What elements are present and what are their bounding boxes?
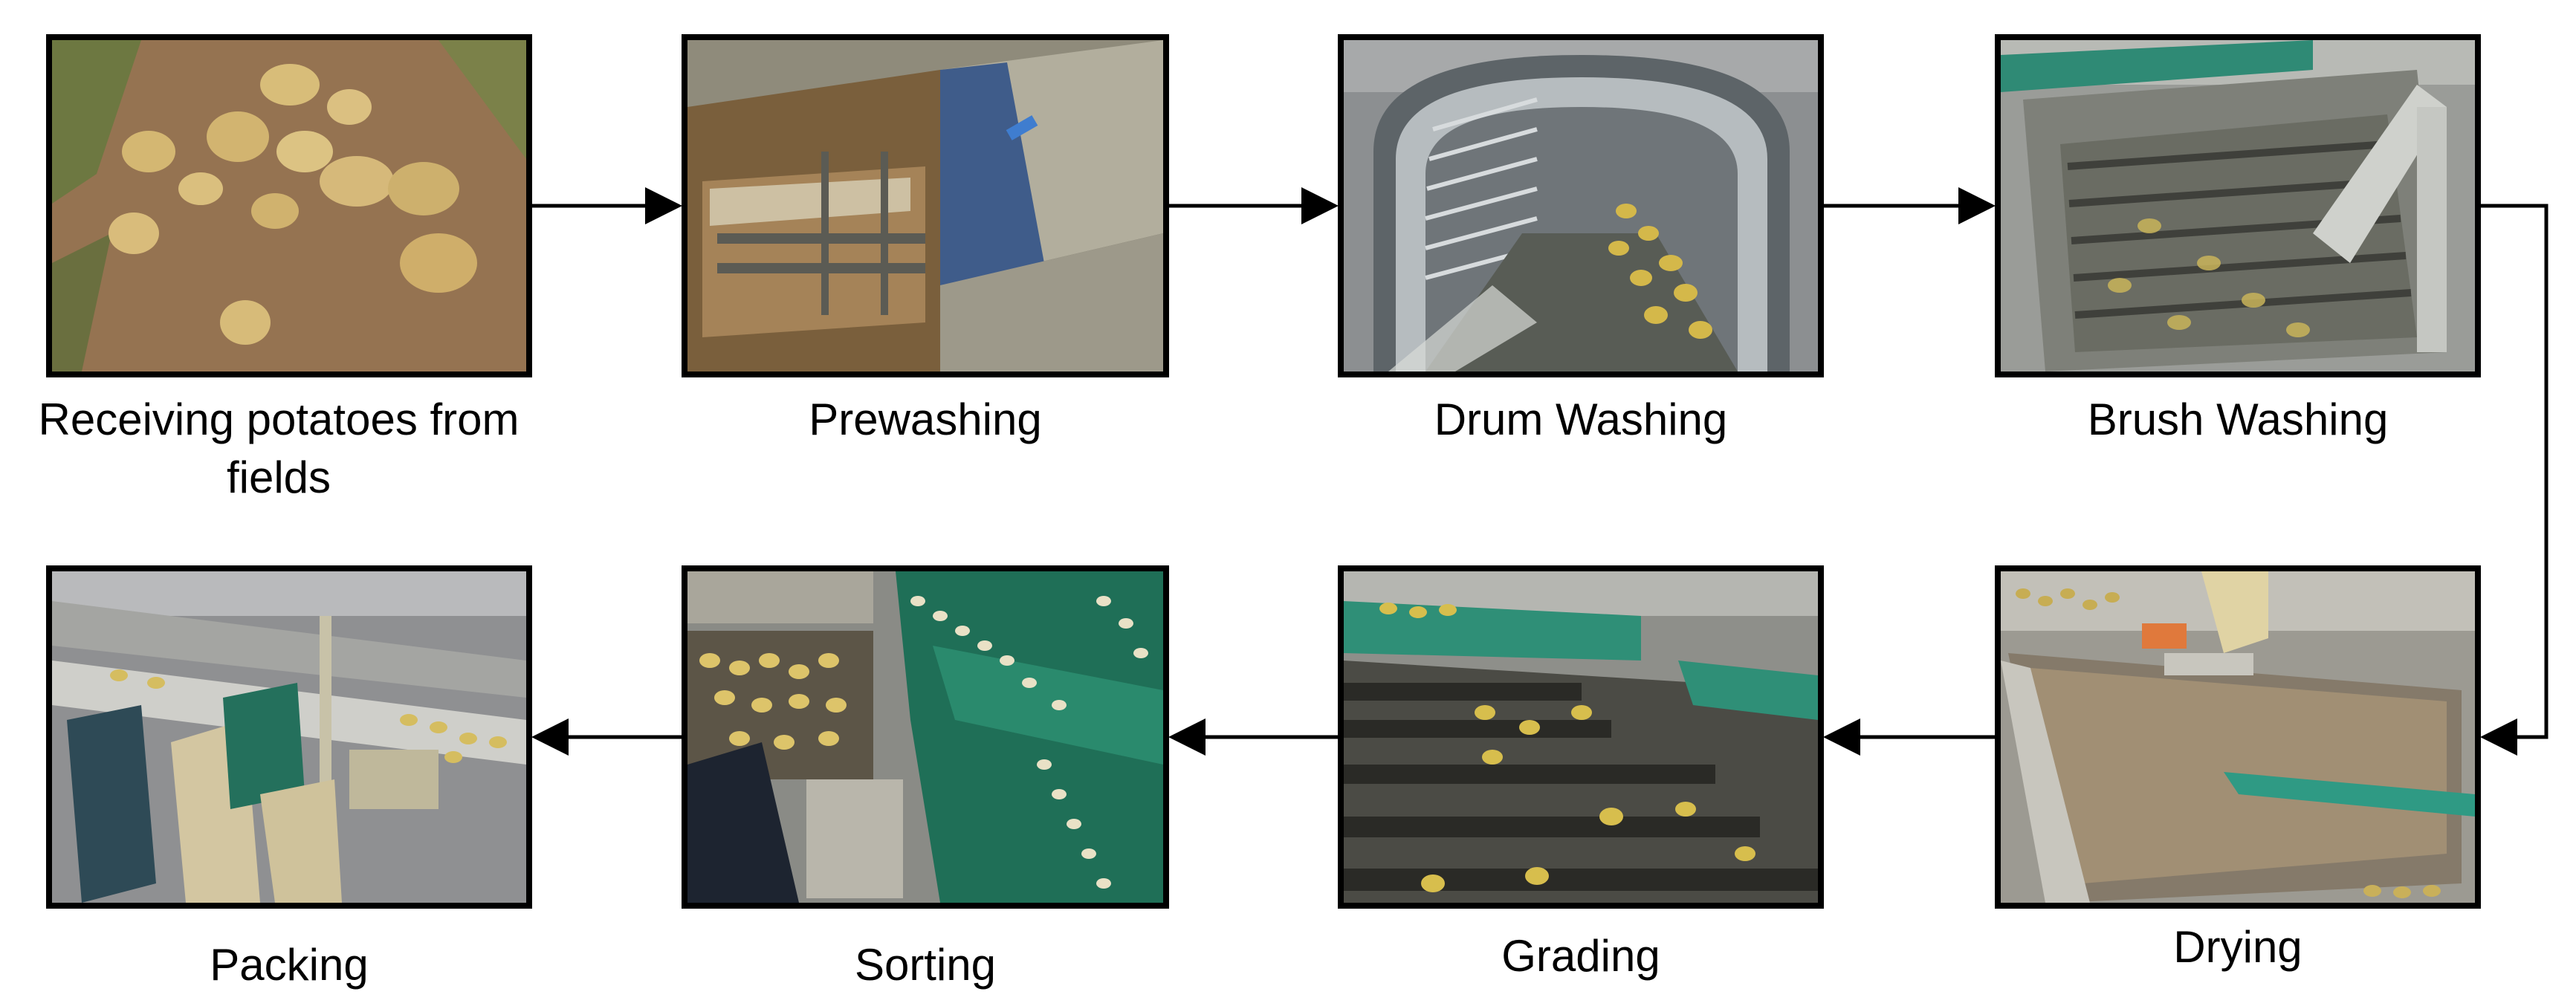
washing-drum-image xyxy=(1344,40,1818,371)
packing-label: Packing xyxy=(66,936,512,994)
bagging-station-image xyxy=(52,571,526,903)
prewashing-photo xyxy=(682,34,1169,377)
packing-label-text: Packing xyxy=(210,940,369,990)
receiving-label-text: Receiving potatoes from fields xyxy=(38,395,520,502)
sorting-photo xyxy=(682,565,1169,909)
drum-washing-photo xyxy=(1338,34,1824,377)
brush-washing-photo xyxy=(1995,34,2481,377)
prewashing-label-text: Prewashing xyxy=(809,395,1042,444)
brush-washing-label-text: Brush Washing xyxy=(2087,395,2389,444)
grading-label: Grading xyxy=(1358,927,1804,985)
brush-washing-label: Brush Washing xyxy=(2015,391,2461,449)
packing-photo xyxy=(46,565,532,909)
grading-photo xyxy=(1338,565,1824,909)
prewashing-label: Prewashing xyxy=(702,391,1148,449)
arrow-brush-washing-to-drying xyxy=(2480,204,2549,756)
sorting-label-text: Sorting xyxy=(854,940,997,990)
potatoes-in-soil-image xyxy=(52,40,526,371)
prewash-tank-image xyxy=(687,40,1163,371)
grading-label-text: Grading xyxy=(1501,931,1660,981)
drum-washing-label: Drum Washing xyxy=(1358,391,1804,449)
sorting-label: Sorting xyxy=(702,936,1148,994)
drying-table-image xyxy=(2001,571,2475,903)
drying-photo xyxy=(1995,565,2481,909)
brush-washer-image xyxy=(2001,40,2475,371)
drying-label-text: Drying xyxy=(2173,922,2302,972)
drying-label: Drying xyxy=(2015,918,2461,976)
drum-washing-label-text: Drum Washing xyxy=(1434,395,1728,444)
receiving-photo xyxy=(46,34,532,377)
grading-rollers-image xyxy=(1344,571,1818,903)
sorting-conveyor-image xyxy=(687,571,1163,903)
receiving-label: Receiving potatoes from fields xyxy=(0,391,557,507)
